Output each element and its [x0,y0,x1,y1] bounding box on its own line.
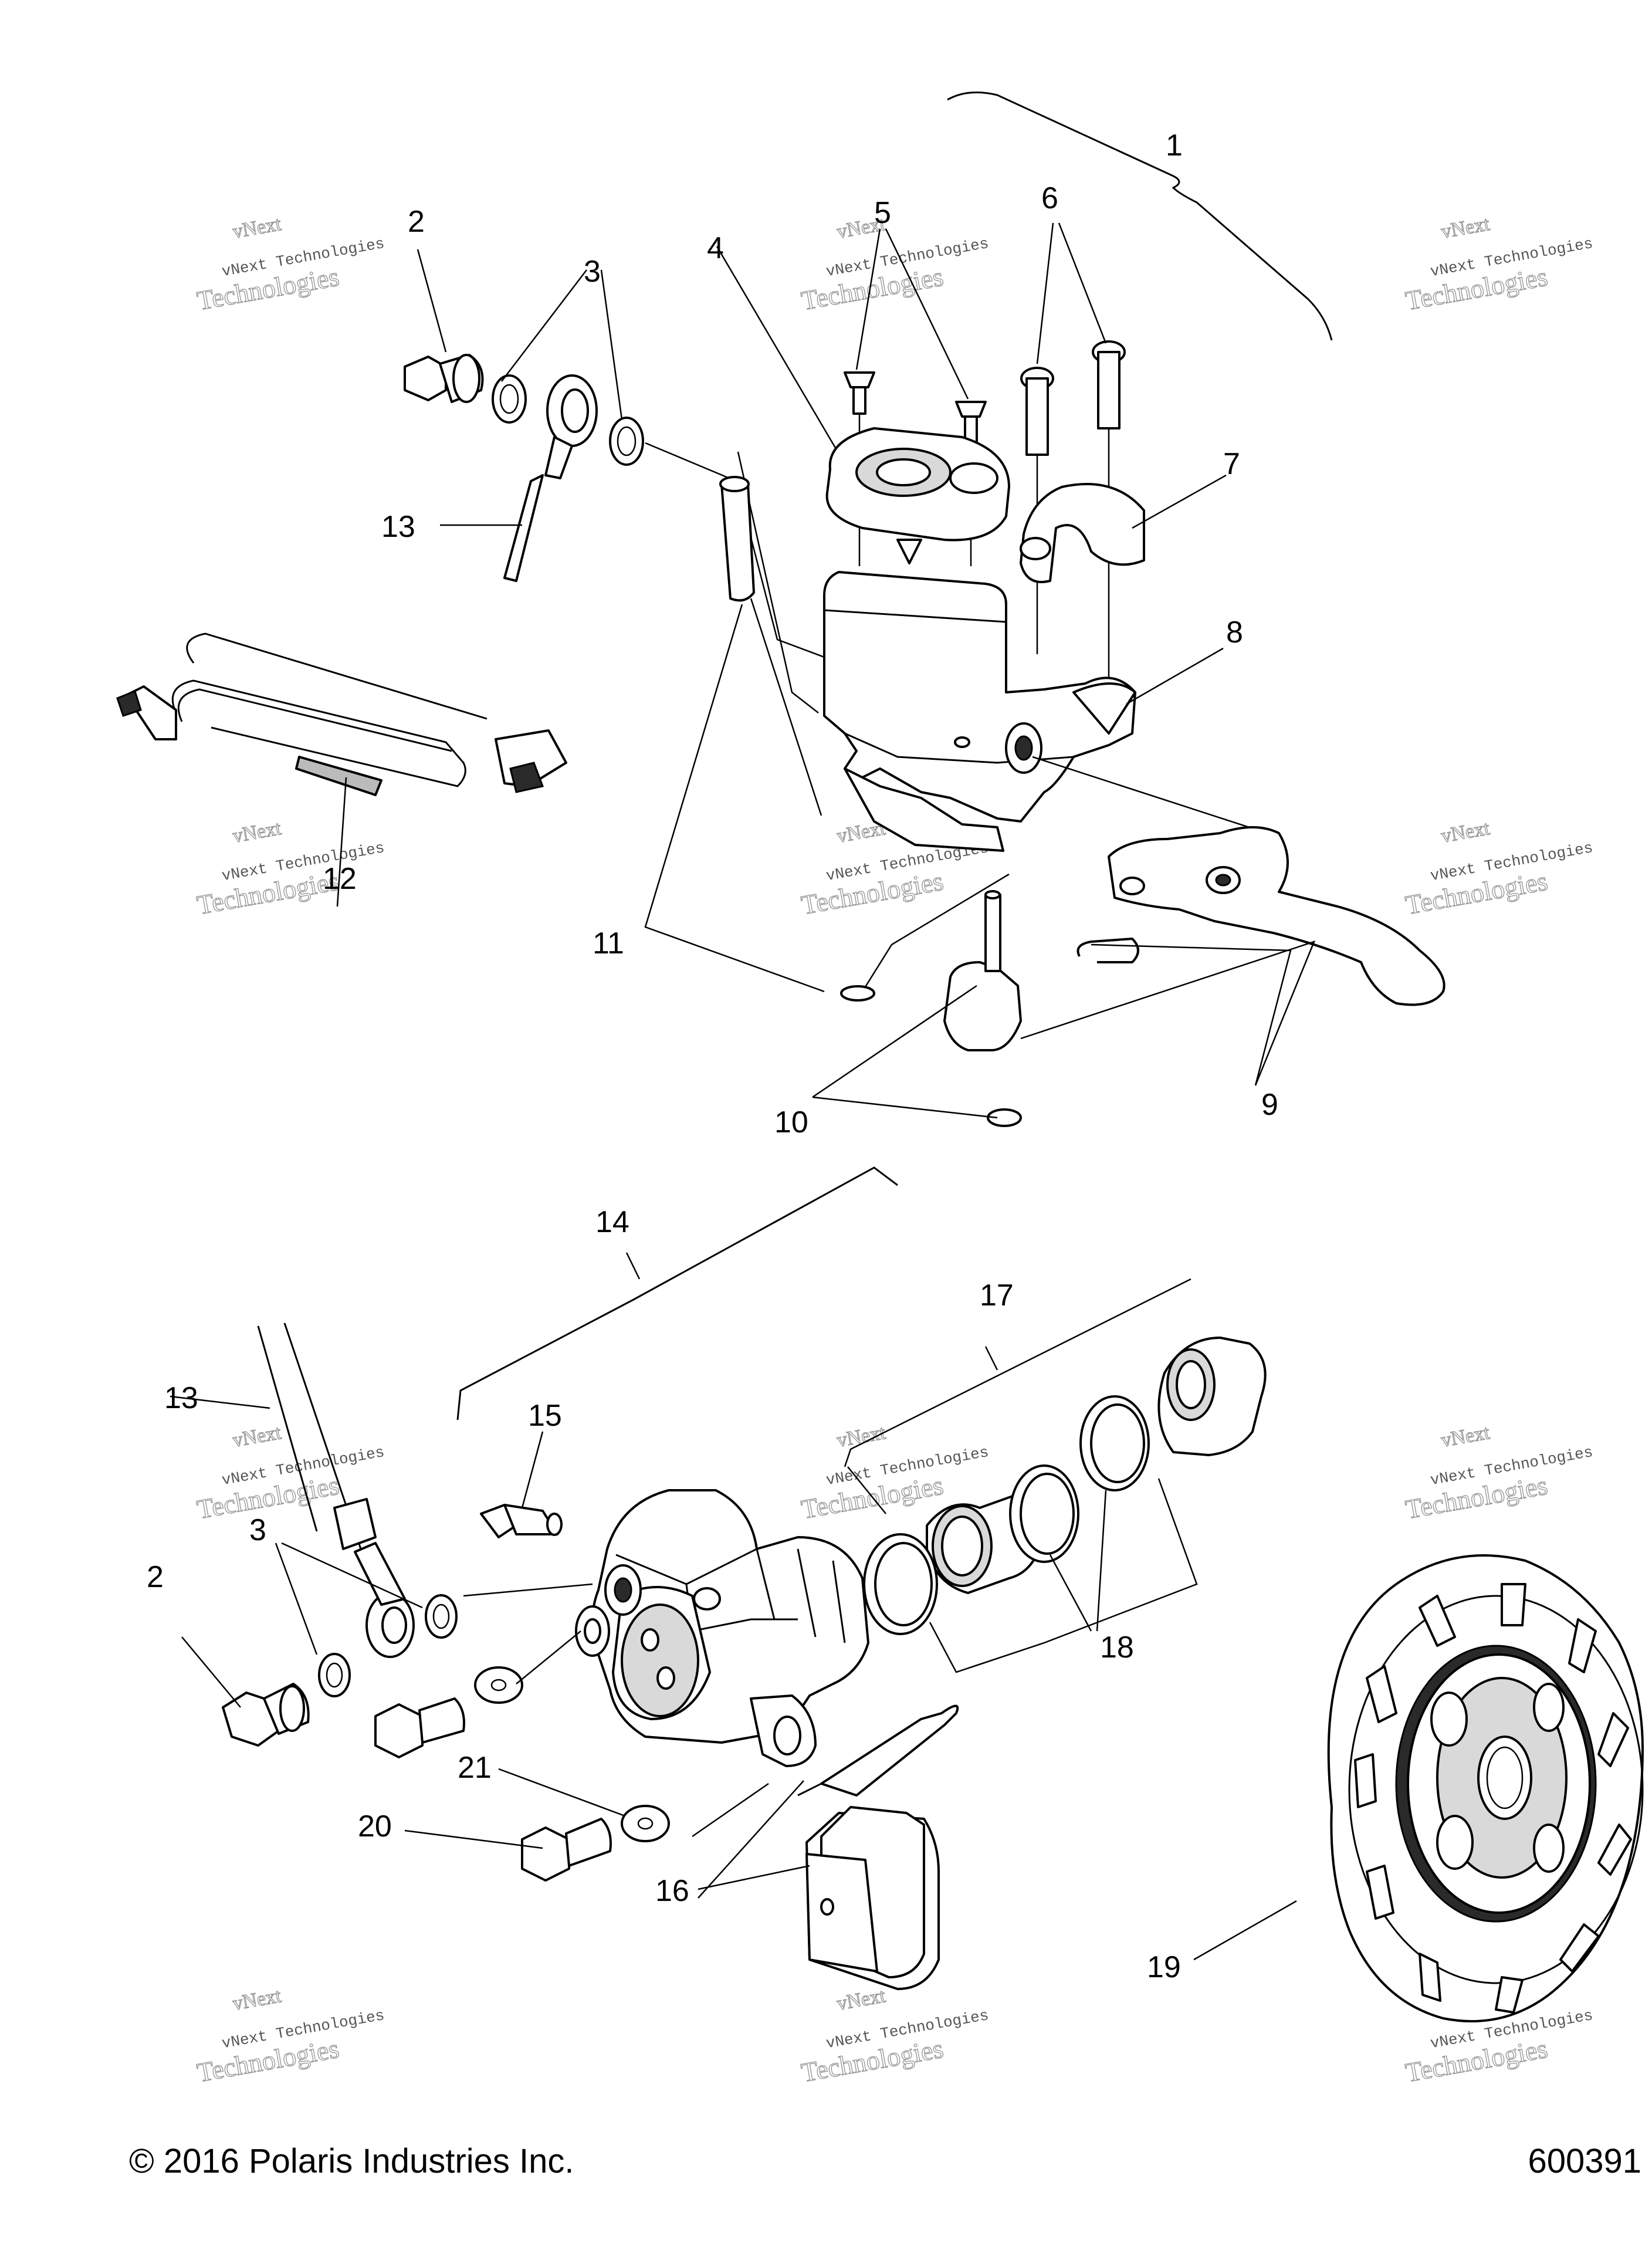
bleeder-valve [480,1504,563,1538]
callout-17: 17 [980,1278,1014,1312]
switch-retainer [987,1108,1022,1127]
brake-line-upper [503,374,598,582]
svg-text:vNext: vNext [1440,213,1492,243]
piston-seal-2 [1009,1464,1079,1563]
clamp-bolt-1 [1020,367,1054,456]
callout-2: 2 [408,205,425,239]
svg-text:vNext: vNext [1440,1422,1492,1452]
svg-text:vNext: vNext [231,213,283,243]
assembly-bracket-14 [456,1166,898,1420]
callout-6: 6 [1041,181,1058,215]
brake-pads [805,1806,940,1990]
cover-screw-1 [844,371,875,415]
lever-pivot-pin [719,476,755,602]
callout-18: 18 [1100,1630,1134,1665]
caliper-washer-1 [474,1666,523,1704]
brake-line-lower [257,1322,415,1658]
callout-11: 11 [593,926,624,960]
crush-washer-upper-2 [609,417,644,466]
callout-15: 15 [528,1399,562,1433]
clamp-bolt-2 [1092,340,1126,429]
brake-switch-harness [116,632,567,796]
brake-rotor [1327,1554,1644,2022]
copyright-notice: © 2016 Polaris Industries Inc. [129,2142,574,2180]
caliper-bolt-2 [521,1818,612,1882]
master-cylinder-body [823,571,1136,852]
brake-light-switch [943,890,1022,1051]
piston-seal-1 [863,1533,938,1635]
svg-text:vNext: vNext [231,1985,283,2015]
handlebar-clamp [1020,483,1145,583]
callout-19: 19 [1147,1950,1181,1984]
callout-21: 21 [458,1751,492,1785]
banjo-bolt-upper [404,354,484,403]
banjo-bolt-lower [222,1683,310,1747]
brake-caliper [575,1489,869,1767]
callout-20: 20 [358,1809,392,1843]
callout-14: 14 [595,1205,629,1239]
callout-13-upper: 13 [381,510,415,544]
crush-washer-upper-1 [492,374,527,424]
callout-3-lower: 3 [249,1513,266,1547]
caliper-bolt-1 [374,1697,465,1758]
crush-washer-lower-2 [425,1594,458,1639]
piston-seal-3 [1079,1395,1150,1491]
caliper-piston-2 [1157,1337,1267,1456]
caliper-washer-2 [621,1805,670,1842]
reservoir-cover [825,427,1010,564]
pivot-circlip [840,985,875,1002]
callout-12: 12 [323,862,357,896]
callout-10: 10 [774,1105,808,1139]
svg-text:vNext: vNext [231,817,283,847]
callout-1: 1 [1166,128,1183,163]
pad-retaining-clip [820,1704,959,1797]
callout-5: 5 [874,196,891,230]
callout-8: 8 [1226,615,1243,649]
callout-7: 7 [1223,447,1240,481]
callout-2-lower: 2 [147,1560,164,1594]
callout-4: 4 [707,231,724,265]
brake-lever [1108,826,1446,1006]
figure-number: 600391 [1528,2142,1641,2180]
callout-16: 16 [655,1874,689,1908]
callout-9: 9 [1261,1088,1278,1122]
assembly-bracket-1 [947,92,1333,341]
svg-text:vNext: vNext [835,1422,888,1452]
crush-washer-lower-1 [318,1653,351,1697]
svg-text:vNext: vNext [1440,817,1492,847]
svg-text:vNext: vNext [231,1422,283,1452]
callout-13-lower: 13 [164,1381,198,1415]
lever-spring [1076,938,1139,963]
callout-3: 3 [584,255,601,289]
svg-text:vNext: vNext [835,1985,888,2015]
